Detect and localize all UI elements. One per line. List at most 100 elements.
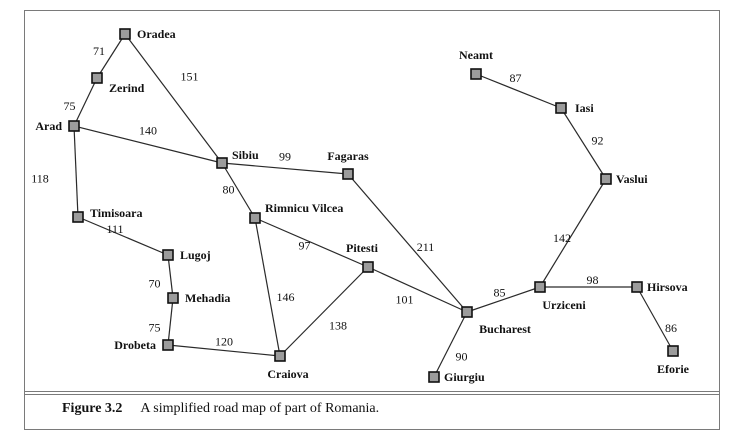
distance-label-timisoara-lugoj: 111 — [106, 222, 123, 236]
distance-label-rimnicu-pitesti: 97 — [299, 239, 311, 253]
distance-label-vaslui-iasi: 92 — [592, 134, 604, 148]
city-neamt: Neamt — [459, 48, 493, 80]
city-timisoara: Timisoara — [72, 206, 142, 223]
road-drobeta-craiova — [167, 344, 281, 357]
city-node-sibiu — [216, 157, 228, 169]
road-arad-timisoara — [73, 125, 79, 218]
figure-caption: Figure 3.2 A simplified road map of part … — [62, 401, 379, 417]
caption-divider — [24, 391, 720, 392]
cities-layer: OradeaZerindAradTimisoaraLugojMehadiaDro… — [35, 27, 689, 384]
city-fagaras: Fagaras — [327, 149, 369, 180]
city-label-hirsova: Hirsova — [647, 280, 688, 294]
figure-frame — [24, 10, 720, 430]
city-label-giurgiu: Giurgiu — [444, 370, 485, 384]
city-node-fagaras — [342, 168, 354, 180]
distance-label-zerind-arad: 75 — [64, 99, 76, 113]
city-pitesti: Pitesti — [346, 241, 379, 273]
distance-label-urziceni-hirsova: 98 — [587, 273, 599, 287]
roads-layer — [73, 33, 674, 378]
road-zerind-arad — [73, 77, 98, 127]
city-label-oradea: Oradea — [137, 27, 176, 41]
city-label-eforie: Eforie — [657, 362, 690, 376]
distance-label-sibiu-rimnicu: 80 — [223, 183, 235, 197]
city-label-neamt: Neamt — [459, 48, 493, 62]
road-bucharest-giurgiu — [433, 311, 468, 378]
road-lugoj-mehadia — [167, 254, 174, 299]
city-label-iasi: Iasi — [575, 101, 594, 115]
city-node-neamt — [470, 68, 482, 80]
road-oradea-zerind — [96, 33, 126, 79]
city-node-oradea — [119, 28, 131, 40]
city-mehadia: Mehadia — [167, 291, 230, 305]
distance-label-oradea-sibiu: 151 — [181, 70, 199, 84]
distance-label-bucharest-urziceni: 85 — [494, 286, 506, 300]
city-label-rimnicu: Rimnicu Vilcea — [265, 201, 343, 215]
road-mehadia-drobeta — [167, 297, 174, 346]
road-sibiu-fagaras — [221, 162, 349, 175]
city-node-rimnicu — [249, 212, 261, 224]
city-label-mehadia: Mehadia — [185, 291, 230, 305]
city-urziceni: Urziceni — [534, 281, 586, 312]
road-rimnicu-craiova — [254, 217, 281, 357]
road-bucharest-urziceni — [466, 286, 541, 313]
road-sibiu-rimnicu — [221, 162, 256, 219]
city-node-vaslui — [600, 173, 612, 185]
city-arad: Arad — [35, 119, 80, 133]
city-label-pitesti: Pitesti — [346, 241, 379, 255]
caption-divider-inner — [24, 394, 720, 395]
city-label-lugoj: Lugoj — [180, 248, 211, 262]
city-label-arad: Arad — [35, 119, 62, 133]
city-label-bucharest: Bucharest — [479, 322, 531, 336]
city-node-craiova — [274, 350, 286, 362]
city-zerind: Zerind — [91, 72, 145, 95]
city-node-zerind — [91, 72, 103, 84]
road-iasi-neamt — [475, 73, 562, 109]
city-lugoj: Lugoj — [162, 248, 211, 262]
caption-text: A simplified road map of part of Romania… — [140, 401, 380, 416]
road-pitesti-bucharest — [367, 266, 468, 313]
city-node-drobeta — [162, 339, 174, 351]
city-node-arad — [68, 120, 80, 132]
city-node-timisoara — [72, 211, 84, 223]
distance-label-oradea-zerind: 71 — [93, 44, 105, 58]
city-node-mehadia — [167, 292, 179, 304]
city-label-timisoara: Timisoara — [90, 206, 142, 220]
distance-label-rimnicu-craiova: 146 — [277, 290, 295, 304]
city-node-pitesti — [362, 261, 374, 273]
city-node-bucharest — [461, 306, 473, 318]
distance-label-bucharest-giurgiu: 90 — [456, 350, 468, 364]
city-drobeta: Drobeta — [114, 338, 174, 352]
distance-label-pitesti-bucharest: 101 — [396, 293, 414, 307]
city-rimnicu: Rimnicu Vilcea — [249, 201, 343, 224]
city-node-eforie — [667, 345, 679, 357]
distance-label-arad-sibiu: 140 — [139, 124, 157, 138]
city-node-giurgiu — [428, 371, 440, 383]
road-arad-sibiu — [73, 125, 223, 164]
city-label-sibiu: Sibiu — [232, 148, 259, 162]
distance-label-arad-timisoara: 118 — [31, 172, 49, 186]
road-timisoara-lugoj — [77, 216, 169, 256]
distance-label-drobeta-craiova: 120 — [215, 335, 233, 349]
distance-label-mehadia-drobeta: 75 — [149, 321, 161, 335]
city-oradea: Oradea — [119, 27, 176, 41]
road-oradea-sibiu — [124, 33, 223, 164]
city-label-drobeta: Drobeta — [114, 338, 156, 352]
city-node-hirsova — [631, 281, 643, 293]
distance-label-hirsova-eforie: 86 — [665, 321, 677, 335]
figure-number: Figure 3.2 — [62, 401, 123, 416]
road-urziceni-vaslui — [539, 178, 607, 288]
distance-label-fagaras-bucharest: 211 — [417, 240, 435, 254]
city-vaslui: Vaslui — [600, 172, 648, 186]
distance-labels-layer: 7175151140118111707512099809714613821110… — [31, 44, 677, 364]
distance-label-craiova-pitesti: 138 — [329, 319, 347, 333]
city-eforie: Eforie — [657, 345, 690, 376]
city-sibiu: Sibiu — [216, 148, 259, 169]
distance-label-sibiu-fagaras: 99 — [279, 150, 291, 164]
city-bucharest: Bucharest — [461, 306, 531, 336]
city-label-craiova: Craiova — [267, 367, 308, 381]
city-node-urziceni — [534, 281, 546, 293]
city-hirsova: Hirsova — [631, 280, 688, 294]
city-iasi: Iasi — [555, 101, 594, 115]
city-giurgiu: Giurgiu — [428, 370, 485, 384]
